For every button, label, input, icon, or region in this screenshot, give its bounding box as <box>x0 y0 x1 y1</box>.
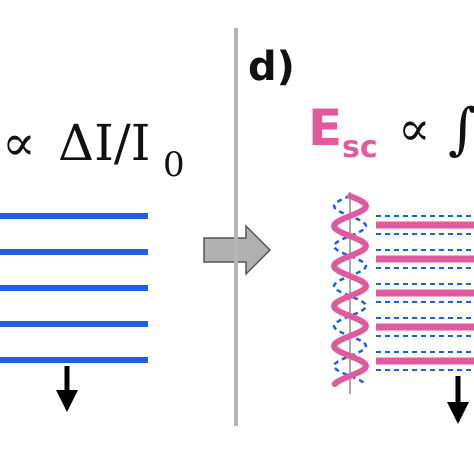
left-down-arrow-icon <box>56 366 78 412</box>
right-formula-e: E <box>308 99 342 157</box>
left-lines <box>0 213 148 363</box>
right-down-arrow-icon <box>447 376 469 424</box>
left-formula-subscript: 0 <box>163 145 185 185</box>
left-formula-delta-i: ΔI/I <box>58 114 150 172</box>
helix-wave-icon <box>330 192 370 394</box>
right-formula-prop: ∝ <box>398 101 430 157</box>
panel-label: d) <box>248 44 295 90</box>
right-formula-subscript: sc <box>342 130 378 165</box>
right-formula-integral: ∫ <box>448 97 474 162</box>
right-lines <box>376 215 474 371</box>
left-formula-prop: ∝ <box>2 114 36 172</box>
